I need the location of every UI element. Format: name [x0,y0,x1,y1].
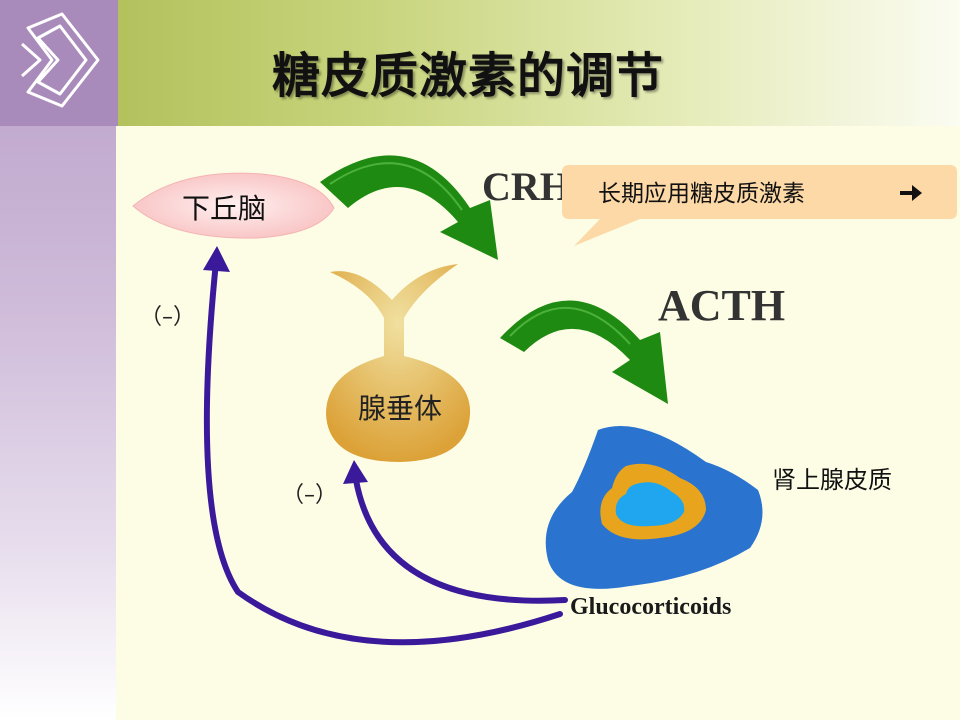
hypothalamus-label: 下丘脑 [182,192,266,225]
pituitary-label: 腺垂体 [358,392,442,425]
callout-text: 长期应用糖皮质激素 [598,181,805,207]
acth-arrow [500,300,668,404]
long-term-use-callout: 长期应用糖皮质激素 [562,165,957,246]
header-bar [118,0,960,126]
feedback-label-pituitary: （–） [282,483,337,508]
adrenal-cortex-node [545,426,763,589]
pituitary-node: 腺垂体 [326,264,471,462]
diagram-panel: 下丘脑 CRH 长期应用糖皮质激素 腺垂体 ACTH [116,126,960,720]
feedback-arrow-to-hypothalamus [203,246,563,646]
hpa-axis-diagram: 下丘脑 CRH 长期应用糖皮质激素 腺垂体 ACTH [132,155,957,646]
feedback-label-hypothalamus: （–） [140,305,195,330]
slide-title: 糖皮质激素的调节 [272,48,665,104]
crh-arrow [320,155,498,260]
adrenal-cortex-label: 肾上腺皮质 [772,466,892,494]
right-arrow-icon [900,185,922,201]
logo-block [0,0,118,126]
feedback-arrow-to-pituitary [343,460,568,604]
slide-logo-icon [21,12,100,108]
acth-label: ACTH [658,281,785,330]
crh-label: CRH [482,164,571,209]
glucocorticoids-label: Glucocorticoids [570,594,731,620]
hypothalamus-node: 下丘脑 [132,172,335,239]
